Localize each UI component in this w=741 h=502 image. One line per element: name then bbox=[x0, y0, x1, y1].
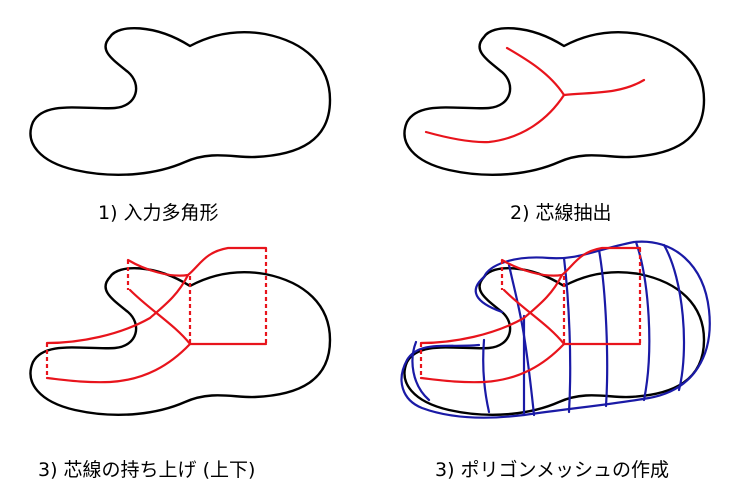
panel-skeleton-lifting bbox=[29, 246, 332, 417]
lifted-skeleton-left-bottom bbox=[45, 342, 192, 384]
mesh-rib bbox=[662, 243, 686, 392]
mesh-rib bbox=[634, 240, 651, 402]
caption-step-2: 2) 芯線抽出 bbox=[510, 202, 612, 224]
lifted-skeleton-mid bbox=[128, 288, 192, 346]
mesh-edge bbox=[474, 275, 504, 314]
input-outline bbox=[29, 26, 332, 177]
mesh-rib bbox=[597, 248, 609, 408]
polygon-outline bbox=[403, 26, 706, 177]
mesh-rib bbox=[507, 263, 536, 417]
panel-polygon-mesh bbox=[400, 240, 711, 419]
skeleton-branch-left bbox=[424, 93, 566, 144]
mesh-rib bbox=[562, 256, 572, 414]
skeleton-mid bbox=[502, 288, 566, 346]
skeleton-left-bottom bbox=[419, 342, 566, 384]
panel-input-polygon bbox=[29, 26, 332, 177]
lifted-skeleton-left-top bbox=[45, 273, 190, 345]
mesh-rib bbox=[482, 338, 491, 414]
caption-step-4: 3) ポリゴンメッシュの作成 bbox=[435, 459, 669, 481]
mesh-rib bbox=[411, 340, 431, 402]
skeleton-left-top bbox=[419, 273, 564, 345]
skeleton-branch-upper bbox=[505, 46, 566, 97]
caption-step-3: 3) 芯線の持ち上げ (上下) bbox=[38, 459, 256, 481]
panel-skeleton-extraction bbox=[403, 26, 706, 177]
caption-step-1: 1) 入力多角形 bbox=[98, 202, 219, 224]
skeleton-branch-right bbox=[562, 78, 646, 97]
